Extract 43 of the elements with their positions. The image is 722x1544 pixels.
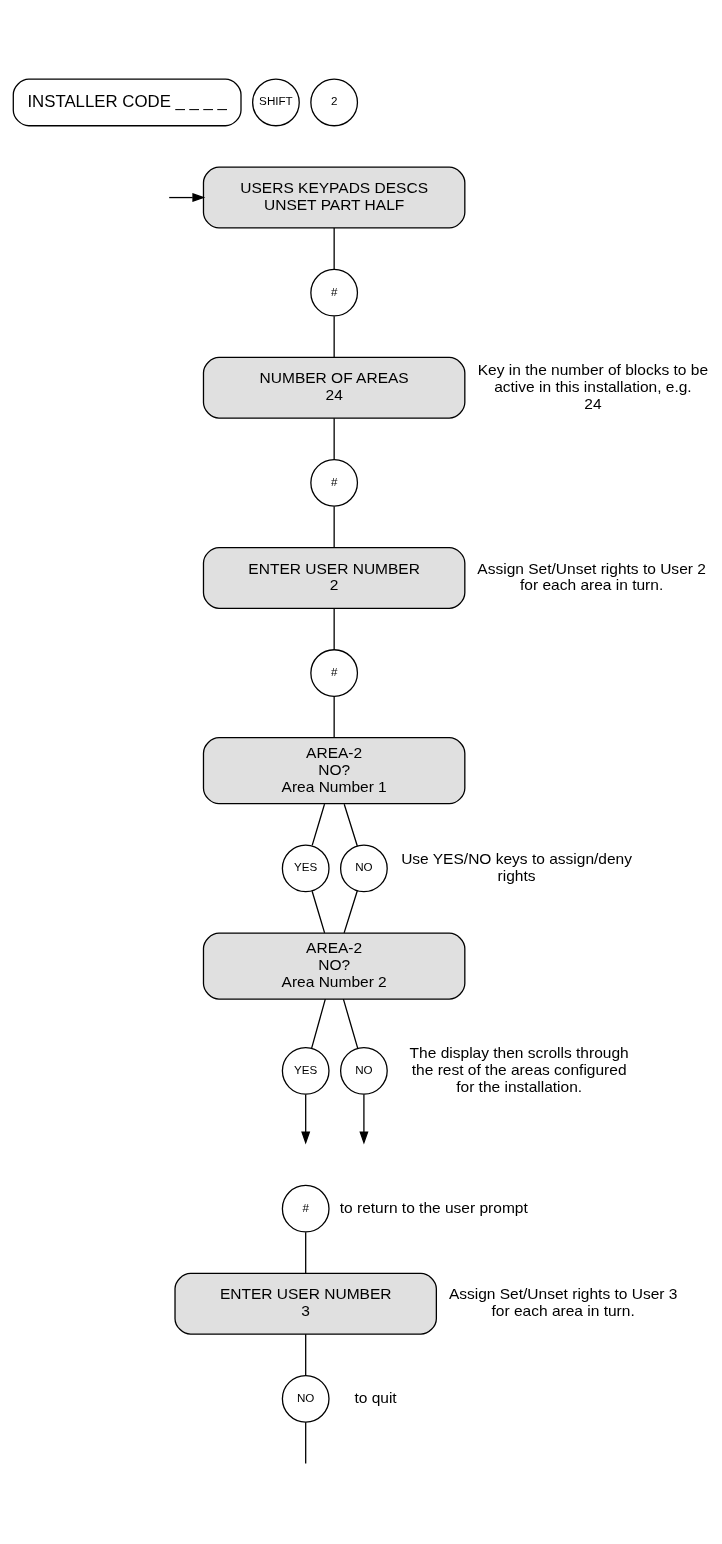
node-circle: 2 (310, 78, 359, 127)
node-label: to return to the user prompt (339, 1198, 528, 1216)
node-box: ENTER USER NUMBER 2 (202, 546, 466, 609)
node-circle: YES (281, 1046, 330, 1095)
connector (333, 607, 335, 651)
node-box: USERS KEYPADS DESCS UNSET PART HALF (202, 166, 466, 229)
arrow (168, 193, 206, 203)
label: The display then scrolls through the rest of the areas configured for the installation. (409, 1044, 629, 1095)
connector (343, 890, 358, 934)
connector (333, 695, 335, 739)
arrow (301, 1093, 311, 1145)
node-circle: # (310, 268, 359, 317)
node-circle: # (310, 458, 359, 507)
node-label: Assign Set/Unset rights to User 2 for each area in turn. (477, 559, 706, 594)
node-circle: SHIFT (252, 78, 300, 127)
node-label: Use YES/NO keys to assign/deny rights (401, 849, 632, 884)
connector (333, 505, 335, 549)
node-label: Assign Set/Unset rights to User 3 for each area in turn. (448, 1285, 678, 1320)
node-circle: NO (339, 844, 388, 893)
node-label: Key in the number of blocks to be active in this installation, e.g. 24 (477, 360, 709, 412)
node-label: to quit (354, 1388, 397, 1406)
connector (311, 890, 326, 934)
connector (333, 417, 335, 461)
node-box: AREA-2 NO? Area Number 1 (202, 737, 466, 805)
connector (342, 998, 359, 1049)
node-circle: # (281, 1184, 330, 1233)
node-circle: NO (339, 1046, 388, 1095)
connector (343, 803, 358, 847)
connector (305, 1333, 307, 1377)
node-circle: NO (281, 1374, 330, 1423)
connector (333, 227, 335, 270)
arrow (359, 1093, 369, 1145)
node-circle: # (310, 649, 359, 697)
node-box: AREA-2 NO? Area Number 2 (202, 932, 466, 1000)
node-box: NUMBER OF AREAS 24 (202, 356, 466, 419)
connector (305, 1231, 307, 1274)
node-box: INSTALLER CODE _ _ _ _ (12, 78, 242, 127)
node-circle: YES (281, 844, 330, 893)
connector (333, 315, 335, 358)
connector (311, 803, 326, 847)
connector (311, 998, 326, 1049)
connector (305, 1421, 307, 1465)
node-box: ENTER USER NUMBER 3 (174, 1272, 437, 1335)
